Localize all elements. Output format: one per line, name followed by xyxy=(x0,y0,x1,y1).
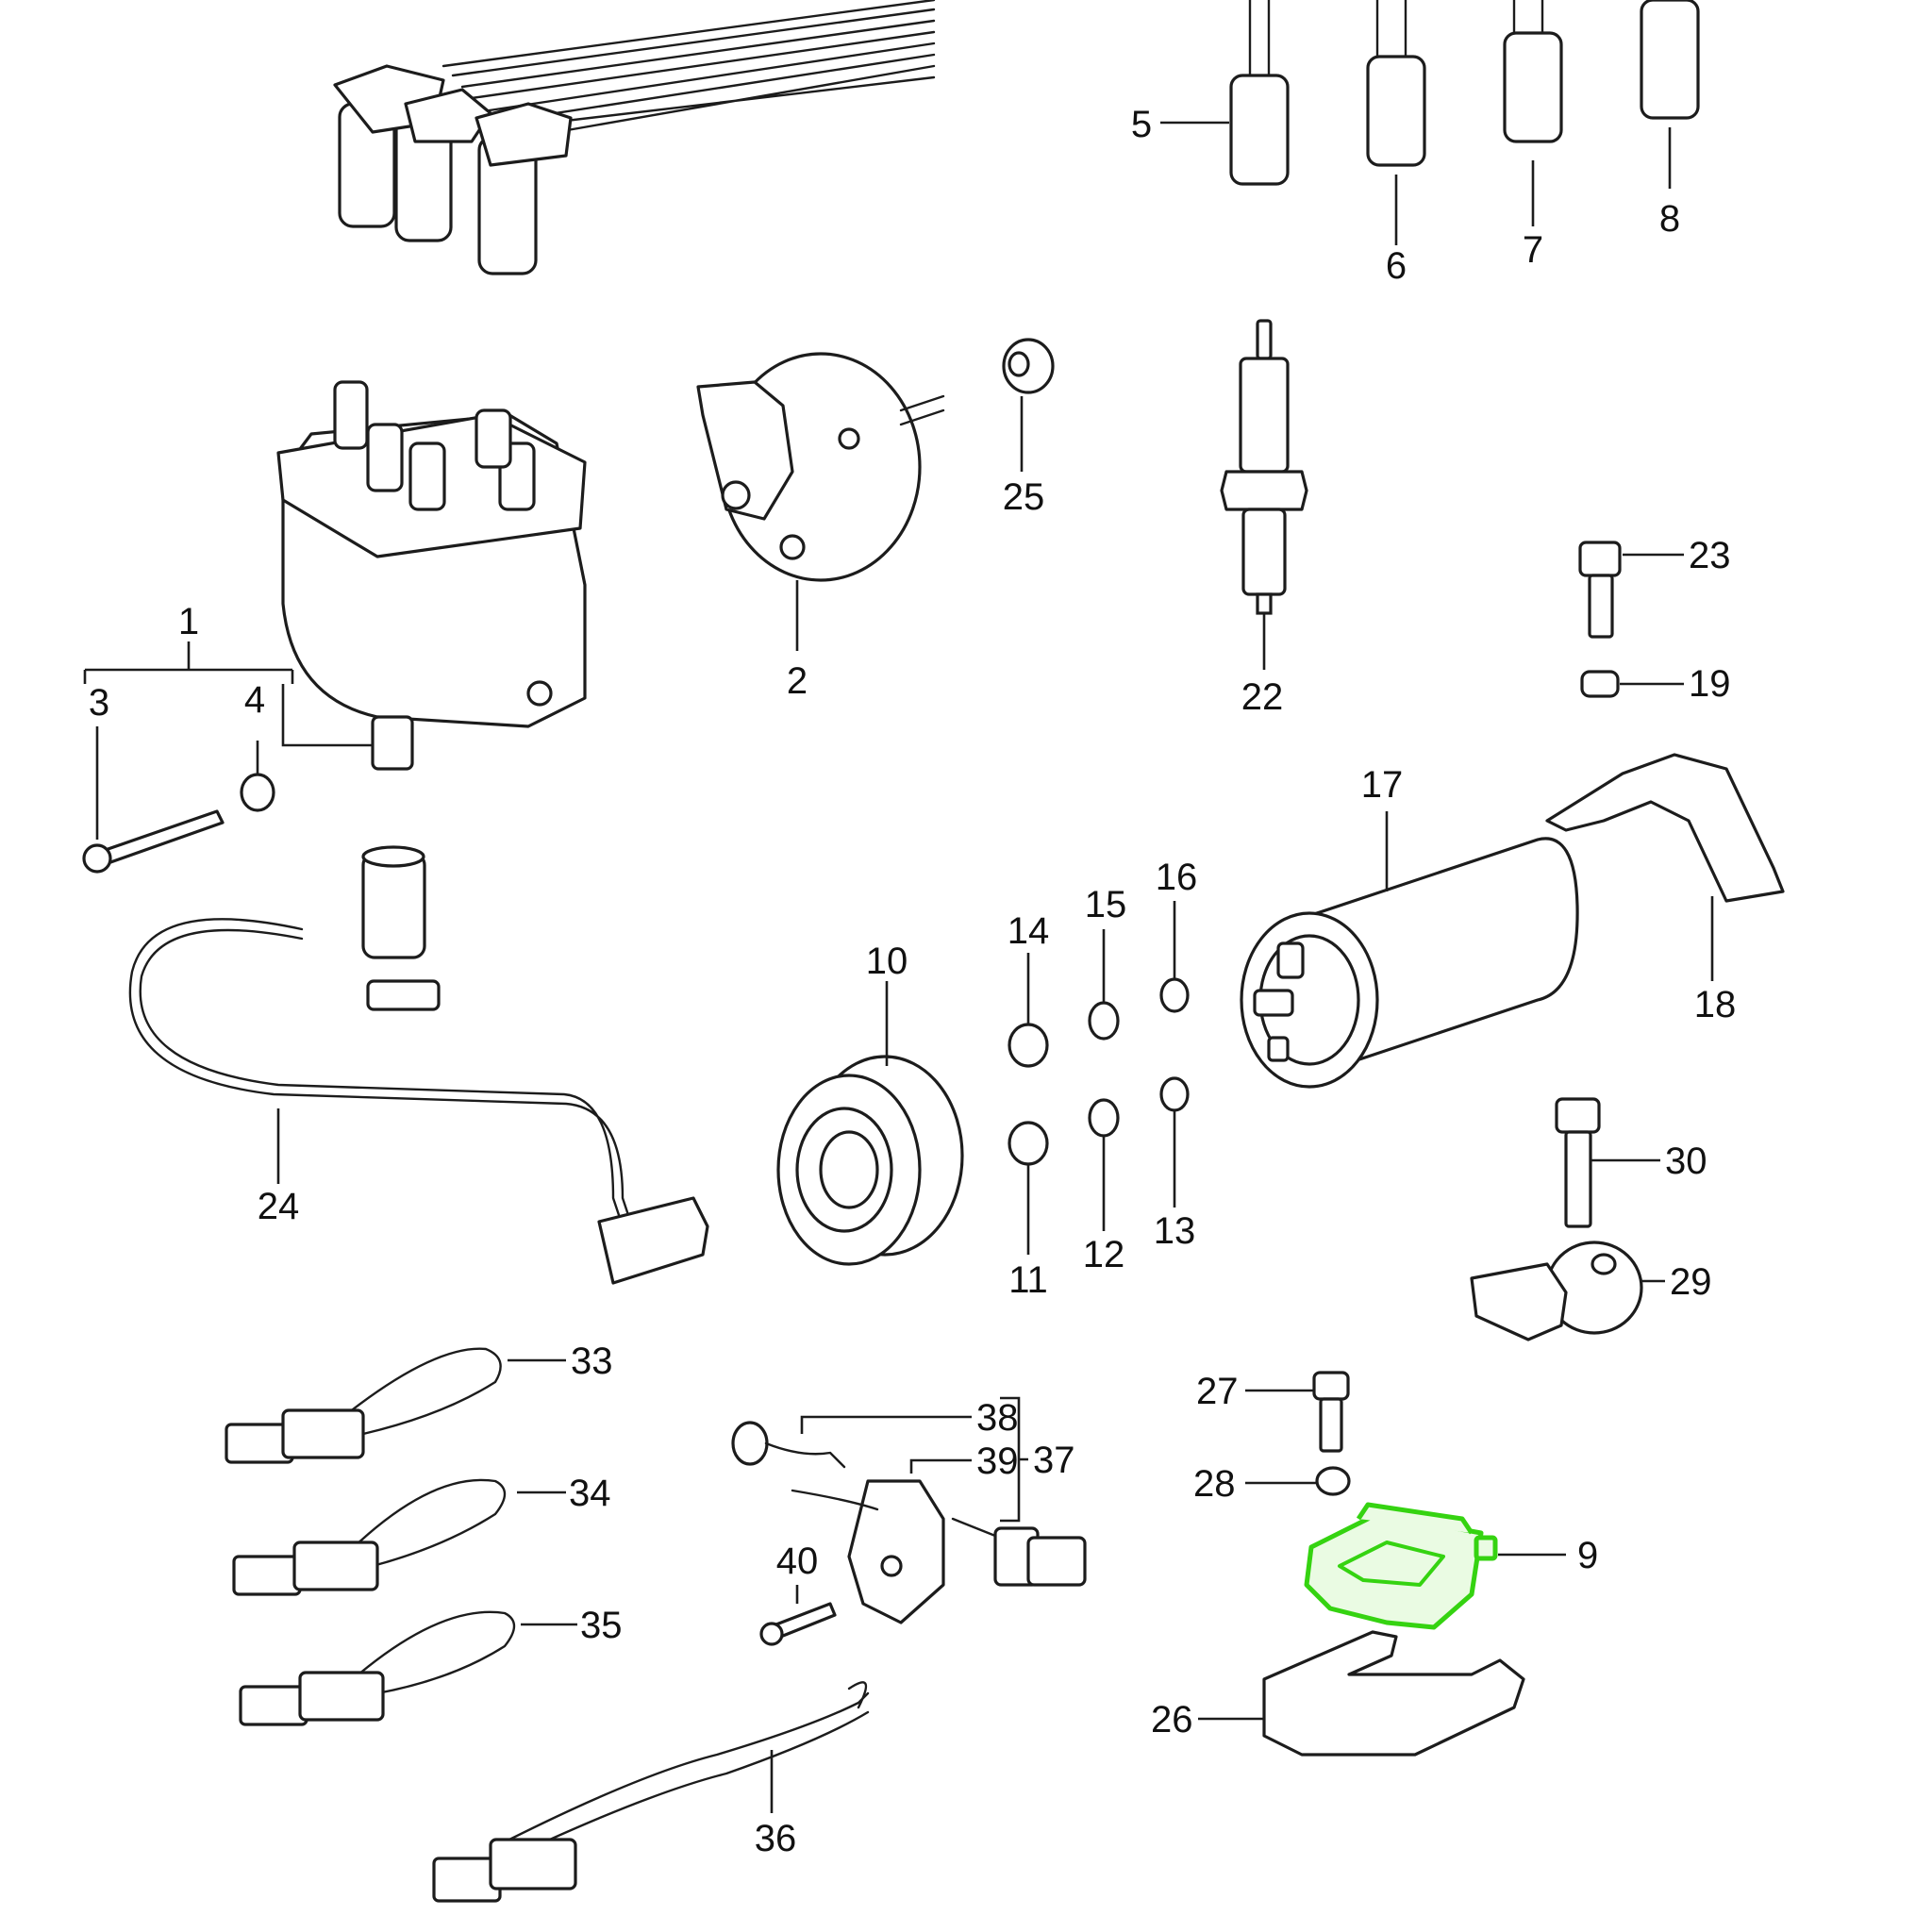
ignition-wire-harness xyxy=(333,0,936,275)
callout-17: 17 xyxy=(1361,764,1404,806)
jumper-cable-33 xyxy=(225,1347,502,1464)
ignition-coil xyxy=(1240,837,1579,1089)
plug-connector-6 xyxy=(1366,0,1426,167)
callout-27: 27 xyxy=(1196,1371,1239,1412)
jumper-cable-34 xyxy=(232,1478,507,1596)
screw-40 xyxy=(759,1602,837,1646)
distributor-rotor xyxy=(696,352,945,582)
callout-24: 24 xyxy=(258,1186,300,1227)
plug-connector-7 xyxy=(1503,0,1563,143)
callout-6: 6 xyxy=(1386,245,1407,287)
callout-15: 15 xyxy=(1085,884,1127,925)
nut-14 xyxy=(1008,1023,1049,1068)
callout-40: 40 xyxy=(776,1541,819,1582)
bolt-30 xyxy=(1555,1097,1601,1228)
washer-12 xyxy=(1088,1098,1120,1138)
washer-28 xyxy=(1315,1466,1351,1496)
washer-13 xyxy=(1159,1076,1190,1112)
callout-labels: 1 2 3 4 5 6 7 8 9 10 11 12 13 14 15 16 1… xyxy=(89,104,1736,1859)
callout-28: 28 xyxy=(1193,1463,1236,1505)
callout-33: 33 xyxy=(571,1341,613,1382)
leader-lines xyxy=(83,121,1714,1813)
knock-sensor xyxy=(1470,1241,1643,1341)
callout-37: 37 xyxy=(1033,1440,1075,1481)
screw-3 xyxy=(82,809,225,874)
callout-5: 5 xyxy=(1131,104,1152,145)
plug-connector-5 xyxy=(1229,0,1290,186)
callout-9: 9 xyxy=(1577,1535,1598,1576)
nut-19 xyxy=(1580,670,1620,698)
callout-19: 19 xyxy=(1689,663,1731,705)
washer-15 xyxy=(1088,1001,1120,1041)
plug-connector-8 xyxy=(1640,0,1700,120)
callout-22: 22 xyxy=(1241,676,1284,718)
jumper-cable-35 xyxy=(239,1610,516,1726)
callout-12: 12 xyxy=(1083,1234,1125,1275)
callout-18: 18 xyxy=(1694,984,1737,1025)
callout-2: 2 xyxy=(787,660,808,702)
callout-13: 13 xyxy=(1154,1210,1196,1252)
coil-clamp xyxy=(1545,753,1785,903)
speed-sensor xyxy=(128,845,709,1285)
callout-26: 26 xyxy=(1151,1699,1193,1740)
spark-plug xyxy=(1220,319,1308,615)
callout-36: 36 xyxy=(755,1818,797,1859)
callout-16: 16 xyxy=(1156,857,1198,898)
adapter-cable-36 xyxy=(432,1681,870,1903)
callout-30: 30 xyxy=(1665,1141,1707,1182)
mounting-plate-26 xyxy=(1262,1630,1525,1757)
callout-25: 25 xyxy=(1003,476,1045,518)
callout-23: 23 xyxy=(1689,535,1731,576)
callout-39: 39 xyxy=(976,1441,1019,1482)
ignition-control-unit-9 xyxy=(1304,1502,1498,1630)
pulley-10 xyxy=(776,1055,964,1266)
nut-11 xyxy=(1008,1121,1049,1166)
hall-sender xyxy=(731,1421,1087,1624)
callout-38: 38 xyxy=(976,1397,1019,1439)
bolt-27 xyxy=(1312,1371,1350,1453)
callout-1: 1 xyxy=(178,601,199,642)
callout-35: 35 xyxy=(580,1605,623,1646)
spring-washer-4 xyxy=(240,773,275,812)
callout-29: 29 xyxy=(1670,1261,1712,1303)
callout-34: 34 xyxy=(569,1473,611,1514)
callout-8: 8 xyxy=(1659,198,1680,240)
bushing-25 xyxy=(1002,338,1055,394)
callout-11: 11 xyxy=(1008,1259,1048,1301)
distributor-cap xyxy=(276,380,587,771)
callout-7: 7 xyxy=(1523,229,1543,271)
callout-4: 4 xyxy=(244,679,265,721)
washer-16 xyxy=(1159,977,1190,1013)
callout-14: 14 xyxy=(1008,910,1050,952)
callout-3: 3 xyxy=(89,682,109,724)
bolt-23 xyxy=(1578,541,1622,639)
callout-10: 10 xyxy=(866,941,908,982)
